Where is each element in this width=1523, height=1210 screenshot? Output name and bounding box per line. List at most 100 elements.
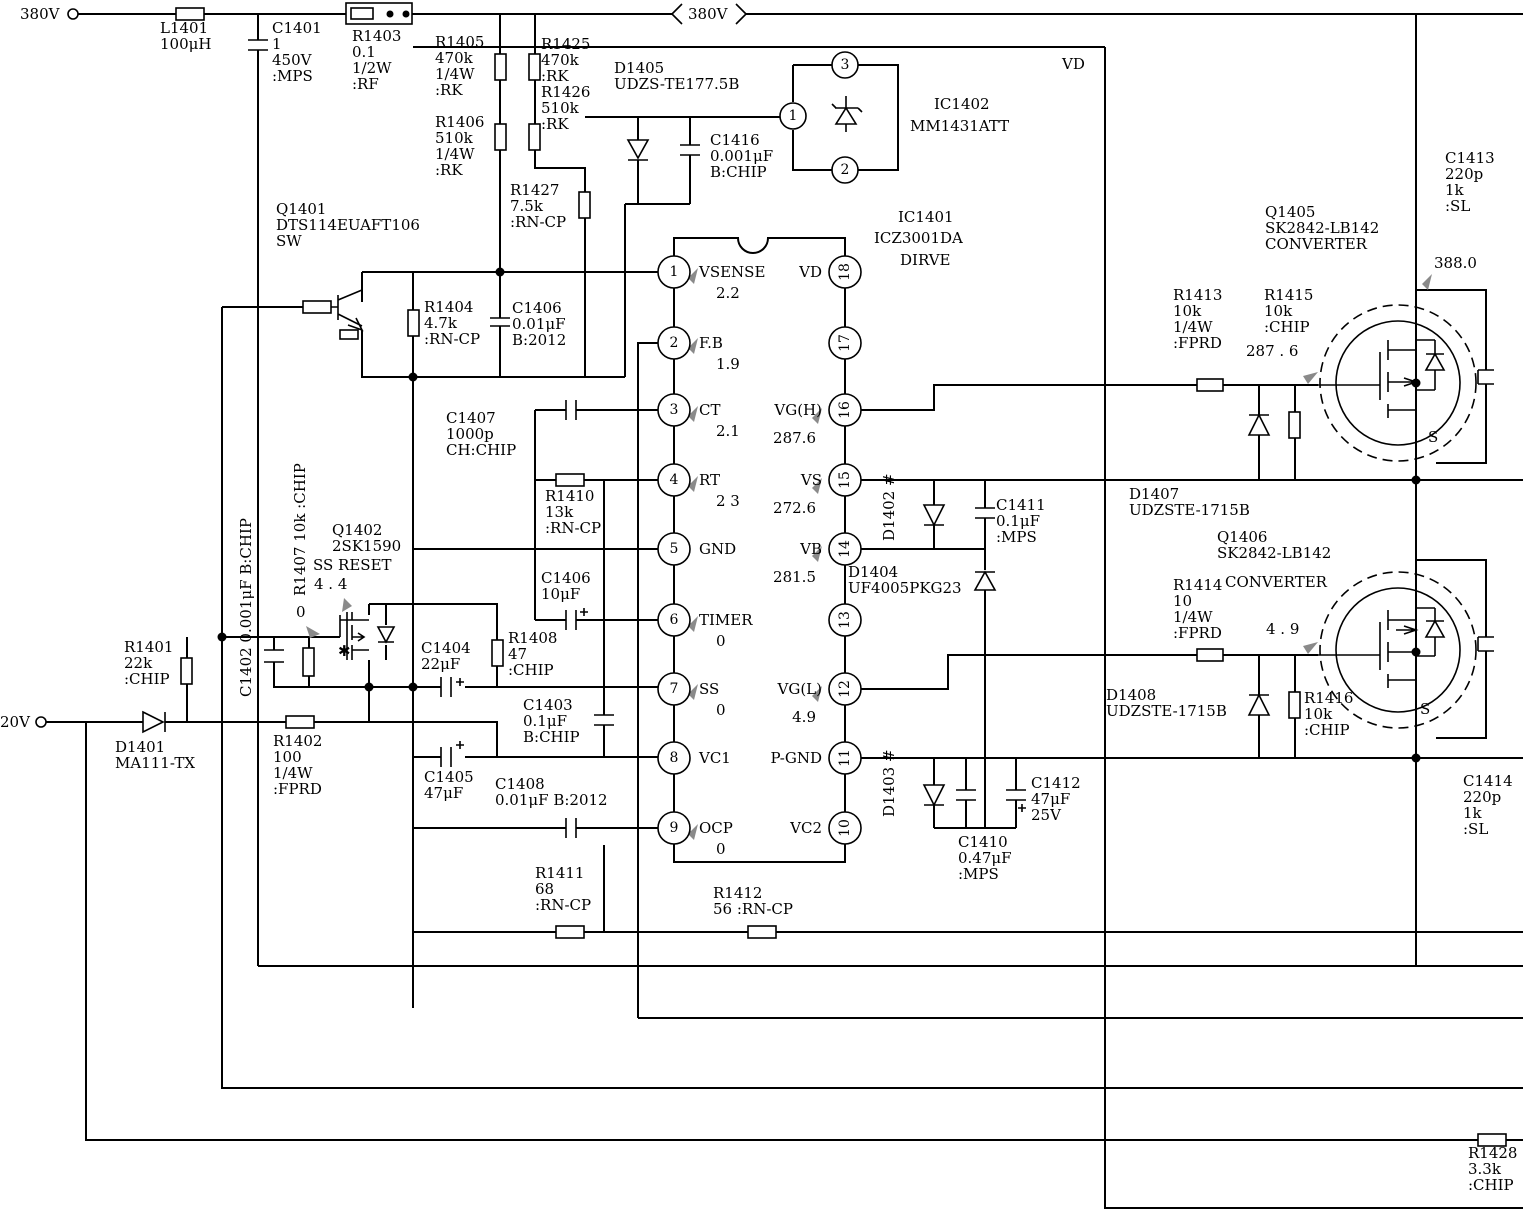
voltage-reading: 0	[296, 603, 306, 621]
label-line: Q1405	[1265, 203, 1315, 221]
label-line: 22k	[124, 654, 153, 672]
label-line: R1406	[435, 113, 484, 131]
pin-name-6: TIMER	[699, 611, 753, 629]
pin-voltage-6: 0	[716, 632, 726, 650]
components	[142, 2, 1507, 1147]
label-line: 470k	[435, 49, 474, 67]
pin-name-7: SS	[699, 680, 719, 698]
pin-number-14: 14	[837, 540, 853, 558]
pin-voltage-7: 0	[716, 701, 726, 719]
label-line: C1406	[541, 569, 591, 587]
pin-circle-12	[828, 672, 862, 706]
vertical-label: C1402 0.001μF B:CHIP	[237, 518, 255, 697]
pin-number-1: 1	[670, 264, 679, 280]
ic-titles: IC1401 ICZ3001DA DIRVE IC1402 MM1431ATT	[874, 95, 1009, 269]
label-line: :MPS	[996, 528, 1037, 546]
pin-number-8: 8	[670, 750, 679, 766]
voltage-markers	[306, 268, 1432, 840]
label-line: 100	[273, 748, 302, 766]
pin-voltage-9: 0	[716, 840, 726, 858]
label-line: :RN-CP	[510, 213, 566, 231]
label-line: C1412	[1031, 774, 1081, 792]
label-line: :SL	[1445, 197, 1470, 215]
pin-number-9: 9	[670, 820, 679, 836]
label-line: 1/4W	[435, 65, 475, 83]
label-line: :CHIP	[124, 670, 170, 688]
label-line: R1415	[1264, 286, 1313, 304]
pin-circle-8	[657, 741, 691, 775]
ic1401-func: DIRVE	[900, 251, 951, 269]
label-ssreset: SS RESET	[313, 556, 392, 574]
label-line: :RN-CP	[545, 519, 601, 537]
pin-number-2: 2	[670, 335, 679, 351]
label-line: C1411	[996, 496, 1046, 514]
voltage-reading: 4 . 4	[314, 575, 347, 593]
pin-name-18: VD	[798, 263, 822, 281]
label-line: 10	[1173, 592, 1192, 610]
label-line: 7.5k	[510, 197, 544, 215]
net-20v: 20V	[0, 713, 31, 731]
label-line: R1405	[435, 33, 484, 51]
label-line: C1405	[424, 768, 474, 786]
ic1402-pin-1: 1	[789, 108, 798, 124]
label-line: C1413	[1445, 149, 1495, 167]
label-line: :RK	[541, 67, 569, 85]
label-line: MA111-TX	[115, 754, 195, 772]
pin-circle-10	[828, 811, 862, 845]
label-line: 0.1μF	[996, 512, 1040, 530]
label-line: C1406	[512, 299, 562, 317]
label-line: 470k	[541, 51, 580, 69]
pin-number-3: 3	[670, 402, 679, 418]
pin-number-4: 4	[670, 472, 679, 488]
label-converter: CONVERTER	[1225, 573, 1328, 591]
label-line: 0.1	[352, 43, 376, 61]
pin-circle-9	[657, 811, 691, 845]
label-line: 10k	[1304, 705, 1333, 723]
label-line: R1403	[352, 27, 401, 45]
label-line: :FPRD	[1173, 624, 1222, 642]
pin-name-15: VS	[800, 471, 822, 489]
pin-name-10: VC2	[789, 819, 822, 837]
pin-name-5: GND	[699, 540, 736, 558]
pin-number-12: 12	[837, 680, 853, 698]
label-line: CONVERTER	[1225, 573, 1328, 591]
pin-name-3: CT	[699, 401, 720, 419]
pin-circle-14	[828, 532, 862, 566]
inductor-l1401	[175, 7, 205, 21]
pin-number-18: 18	[837, 263, 853, 281]
label-line: 1k	[1445, 181, 1465, 199]
label-line: 450V	[272, 51, 313, 69]
label-line: R1414	[1173, 576, 1222, 594]
junctions	[217, 267, 1421, 763]
label-line: C1403	[523, 696, 573, 714]
label-line: R1411	[535, 864, 584, 882]
label-line: 4.7k	[424, 314, 458, 332]
ic1401-part: ICZ3001DA	[874, 229, 963, 247]
pin-name-1: VSENSE	[698, 263, 765, 281]
label-line: 100μH	[160, 35, 211, 53]
net-380v-mid: 380V	[688, 5, 729, 23]
pin-number-16: 16	[837, 401, 853, 419]
